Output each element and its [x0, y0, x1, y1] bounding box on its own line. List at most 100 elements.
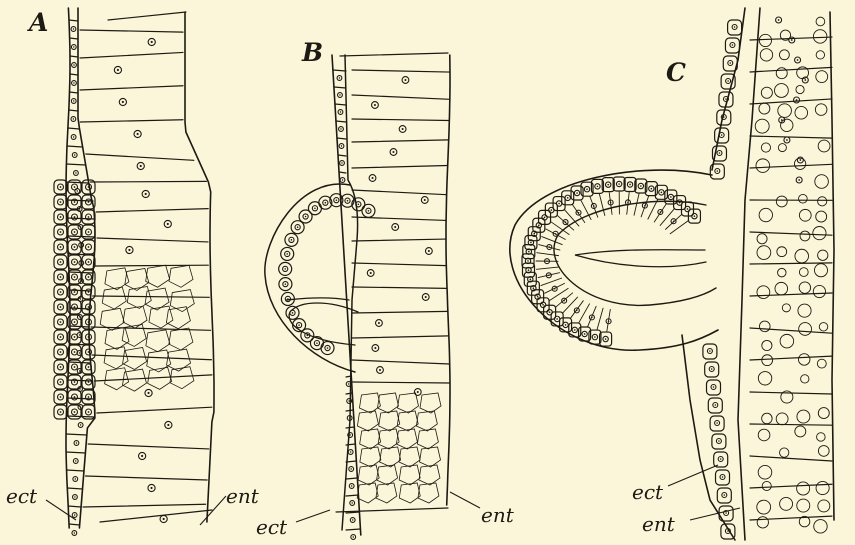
cell-nucleus — [58, 409, 64, 415]
cell-nucleus — [574, 190, 579, 195]
yolk-granule — [762, 413, 772, 423]
entoderm-bottom-edge — [100, 510, 212, 522]
cell-nucleus — [58, 184, 64, 190]
cell-nucleus — [71, 135, 76, 140]
cell-nucleus — [58, 244, 64, 250]
ectoderm-cell-wall — [334, 87, 346, 88]
cell-nucleus — [74, 171, 79, 176]
germ-layer-boundary — [342, 55, 358, 530]
cell-nucleus — [563, 220, 568, 225]
cell-nucleus — [86, 199, 92, 205]
ectoderm-outer-edge — [682, 335, 735, 540]
cell-nucleus — [73, 495, 78, 500]
cell-nucleus — [603, 336, 608, 341]
yolk-granule — [358, 465, 379, 485]
yolk-granule — [799, 323, 812, 336]
cell-nucleus — [715, 169, 720, 174]
cell-nucleus — [139, 452, 146, 459]
yolk-granule — [814, 264, 827, 277]
yolk-granule — [757, 234, 767, 244]
yolk-granule — [795, 426, 806, 437]
cell-nucleus — [795, 57, 801, 63]
cell-nucleus — [119, 98, 126, 105]
cell-nucleus — [58, 364, 64, 370]
panel-a-ect-pointer — [46, 500, 76, 520]
organ-cell-wall — [541, 278, 562, 285]
yolk-granule — [123, 348, 147, 370]
ectoderm-cell-wall — [337, 138, 346, 139]
yolk-granule — [757, 246, 771, 260]
cell-nucleus — [367, 270, 374, 277]
yolk-granule — [169, 265, 193, 287]
cell-nucleus — [72, 513, 77, 518]
entoderm-cell-wall — [352, 95, 450, 99]
cell-nucleus — [789, 37, 795, 43]
panel-b-ent-pointer — [450, 492, 480, 508]
yolk-granule — [167, 349, 191, 371]
yolk-granule — [817, 433, 826, 442]
panel-a-ectoderm-label: ect — [6, 486, 37, 506]
cell-nucleus — [78, 423, 83, 428]
yolk-granule — [419, 465, 440, 485]
cell-nucleus — [334, 198, 339, 203]
yolk-granule — [795, 106, 808, 119]
organ-cell-wall — [588, 306, 596, 326]
yolk-granule — [759, 208, 772, 221]
cell-nucleus — [337, 76, 342, 81]
yolk-granule — [102, 287, 126, 309]
cell-nucleus — [369, 175, 376, 182]
entoderm-cell-wall — [750, 293, 832, 296]
cell-nucleus — [145, 389, 152, 396]
entoderm-cell-wall — [97, 238, 208, 242]
ectoderm-cell-wall — [66, 452, 85, 453]
yolk-granule — [799, 194, 808, 203]
cell-nucleus — [716, 439, 721, 444]
cell-nucleus — [658, 209, 663, 214]
entoderm-cell-wall — [94, 375, 212, 381]
entoderm-top-edge — [108, 12, 186, 20]
ectoderm-cell-wall — [70, 56, 78, 57]
cell-nucleus — [74, 441, 79, 446]
cell-nucleus — [72, 81, 77, 86]
yolk-granule — [399, 465, 420, 485]
cell-nucleus — [285, 251, 290, 256]
cell-nucleus — [71, 117, 76, 122]
yolk-granule — [818, 408, 829, 419]
cell-nucleus — [72, 63, 77, 68]
cell-nucleus — [592, 334, 597, 339]
cell-nucleus — [565, 195, 570, 200]
cell-nucleus — [72, 304, 78, 310]
yolk-granule — [759, 103, 770, 114]
yolk-granule — [776, 413, 788, 425]
organ-cell-wall — [607, 309, 610, 331]
yolk-granule — [781, 119, 793, 131]
neural-groove-line — [286, 298, 349, 300]
yolk-granule — [377, 393, 398, 413]
panel-b-entoderm-label: ent — [481, 505, 514, 525]
ectoderm-cell-wall — [69, 20, 78, 21]
entoderm-top-edge — [340, 53, 448, 56]
ectoderm-cell-wall — [339, 172, 346, 173]
ectoderm-cell-wall — [67, 488, 82, 489]
cell-nucleus — [58, 394, 64, 400]
cell-nucleus — [732, 25, 737, 30]
entoderm-cell-wall — [352, 70, 450, 72]
cell-nucleus — [142, 190, 149, 197]
yolk-granule — [816, 481, 829, 494]
yolk-granule — [813, 285, 825, 297]
cell-nucleus — [572, 327, 577, 332]
cell-nucleus — [339, 127, 344, 132]
yolk-granule — [816, 211, 827, 222]
organ-cell-wall — [634, 194, 639, 215]
yolk-granule — [780, 448, 789, 457]
ectoderm-cell-wall — [66, 164, 85, 165]
cell-nucleus — [720, 475, 725, 480]
yolk-granule — [757, 500, 771, 514]
cell-nucleus — [290, 310, 295, 315]
cell-nucleus — [574, 308, 579, 313]
ectoderm-cell-wall — [69, 524, 80, 525]
yolk-granule — [397, 411, 418, 431]
cell-nucleus — [72, 409, 78, 415]
yolk-granule — [795, 249, 809, 263]
